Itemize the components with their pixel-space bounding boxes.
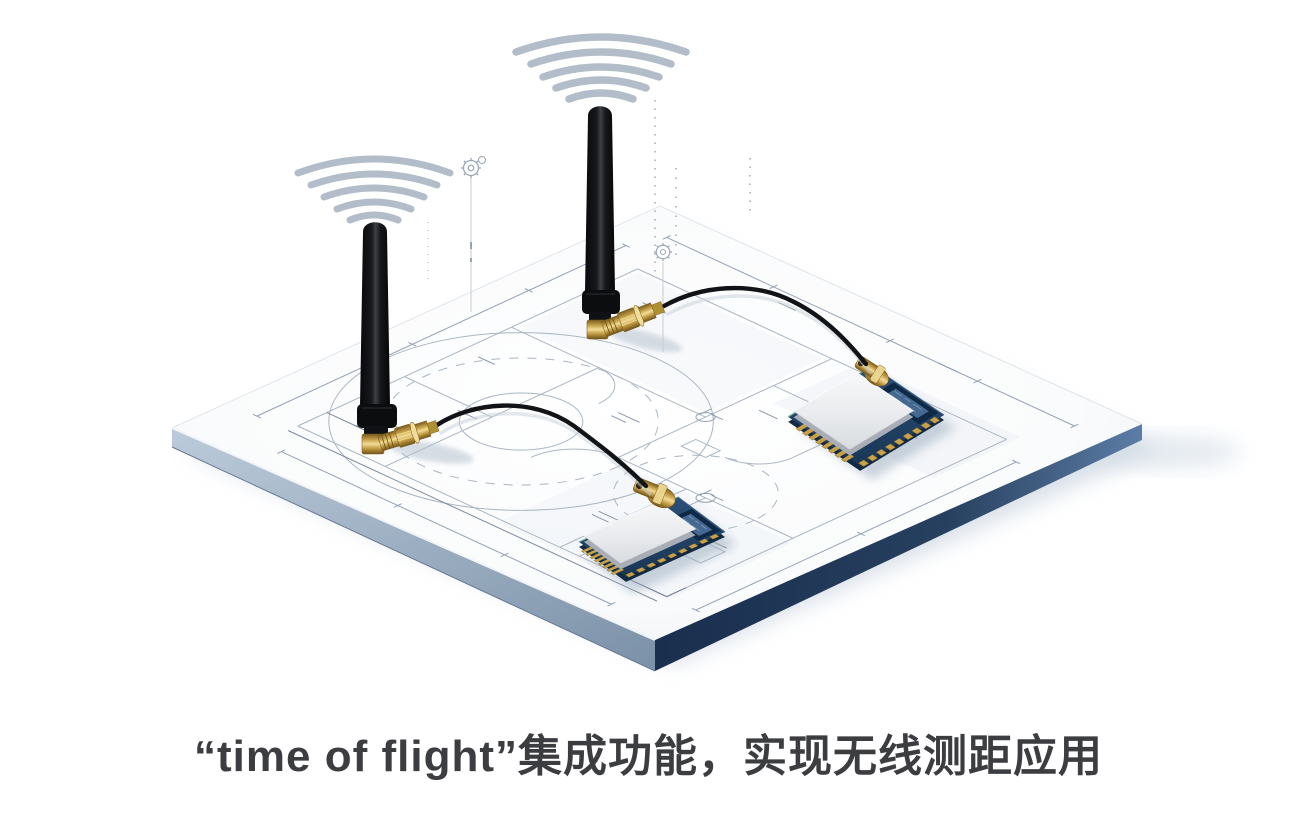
cable-shadow bbox=[666, 294, 872, 374]
sma-connector-icon bbox=[361, 420, 440, 455]
slab-left-face bbox=[172, 428, 655, 671]
gear-icon bbox=[461, 155, 487, 178]
antenna-body bbox=[360, 222, 390, 406]
antenna-left bbox=[357, 222, 440, 455]
coax-cable-right bbox=[661, 285, 869, 367]
cable-shadow bbox=[439, 411, 652, 496]
rf-module-left bbox=[572, 477, 728, 582]
caption-text: “time of flight”集成功能，实现无线测距应用 bbox=[194, 732, 1103, 781]
cables bbox=[434, 285, 872, 496]
coax-cable-left bbox=[434, 403, 649, 489]
slab-front-edge-highlight bbox=[171, 427, 656, 641]
gear-icon bbox=[653, 242, 673, 262]
antenna-body bbox=[585, 106, 615, 292]
antenna-base-bulge bbox=[357, 404, 397, 428]
wifi-signal-icon-right bbox=[512, 33, 690, 103]
scene-svg bbox=[171, 33, 1240, 672]
sma-connector-icon bbox=[586, 301, 665, 340]
dotted-construction-lines bbox=[427, 100, 751, 282]
slab-right-face bbox=[655, 424, 1142, 671]
slab-top-edges bbox=[171, 205, 1143, 429]
blueprint-board bbox=[171, 205, 1143, 672]
wifi-signal-icon-left bbox=[294, 155, 454, 224]
dimension-pins bbox=[427, 100, 751, 352]
slab-edge-line bbox=[171, 446, 656, 672]
antenna-right bbox=[582, 106, 665, 340]
product-render bbox=[171, 33, 1240, 672]
antenna-base-bulge bbox=[582, 290, 620, 314]
